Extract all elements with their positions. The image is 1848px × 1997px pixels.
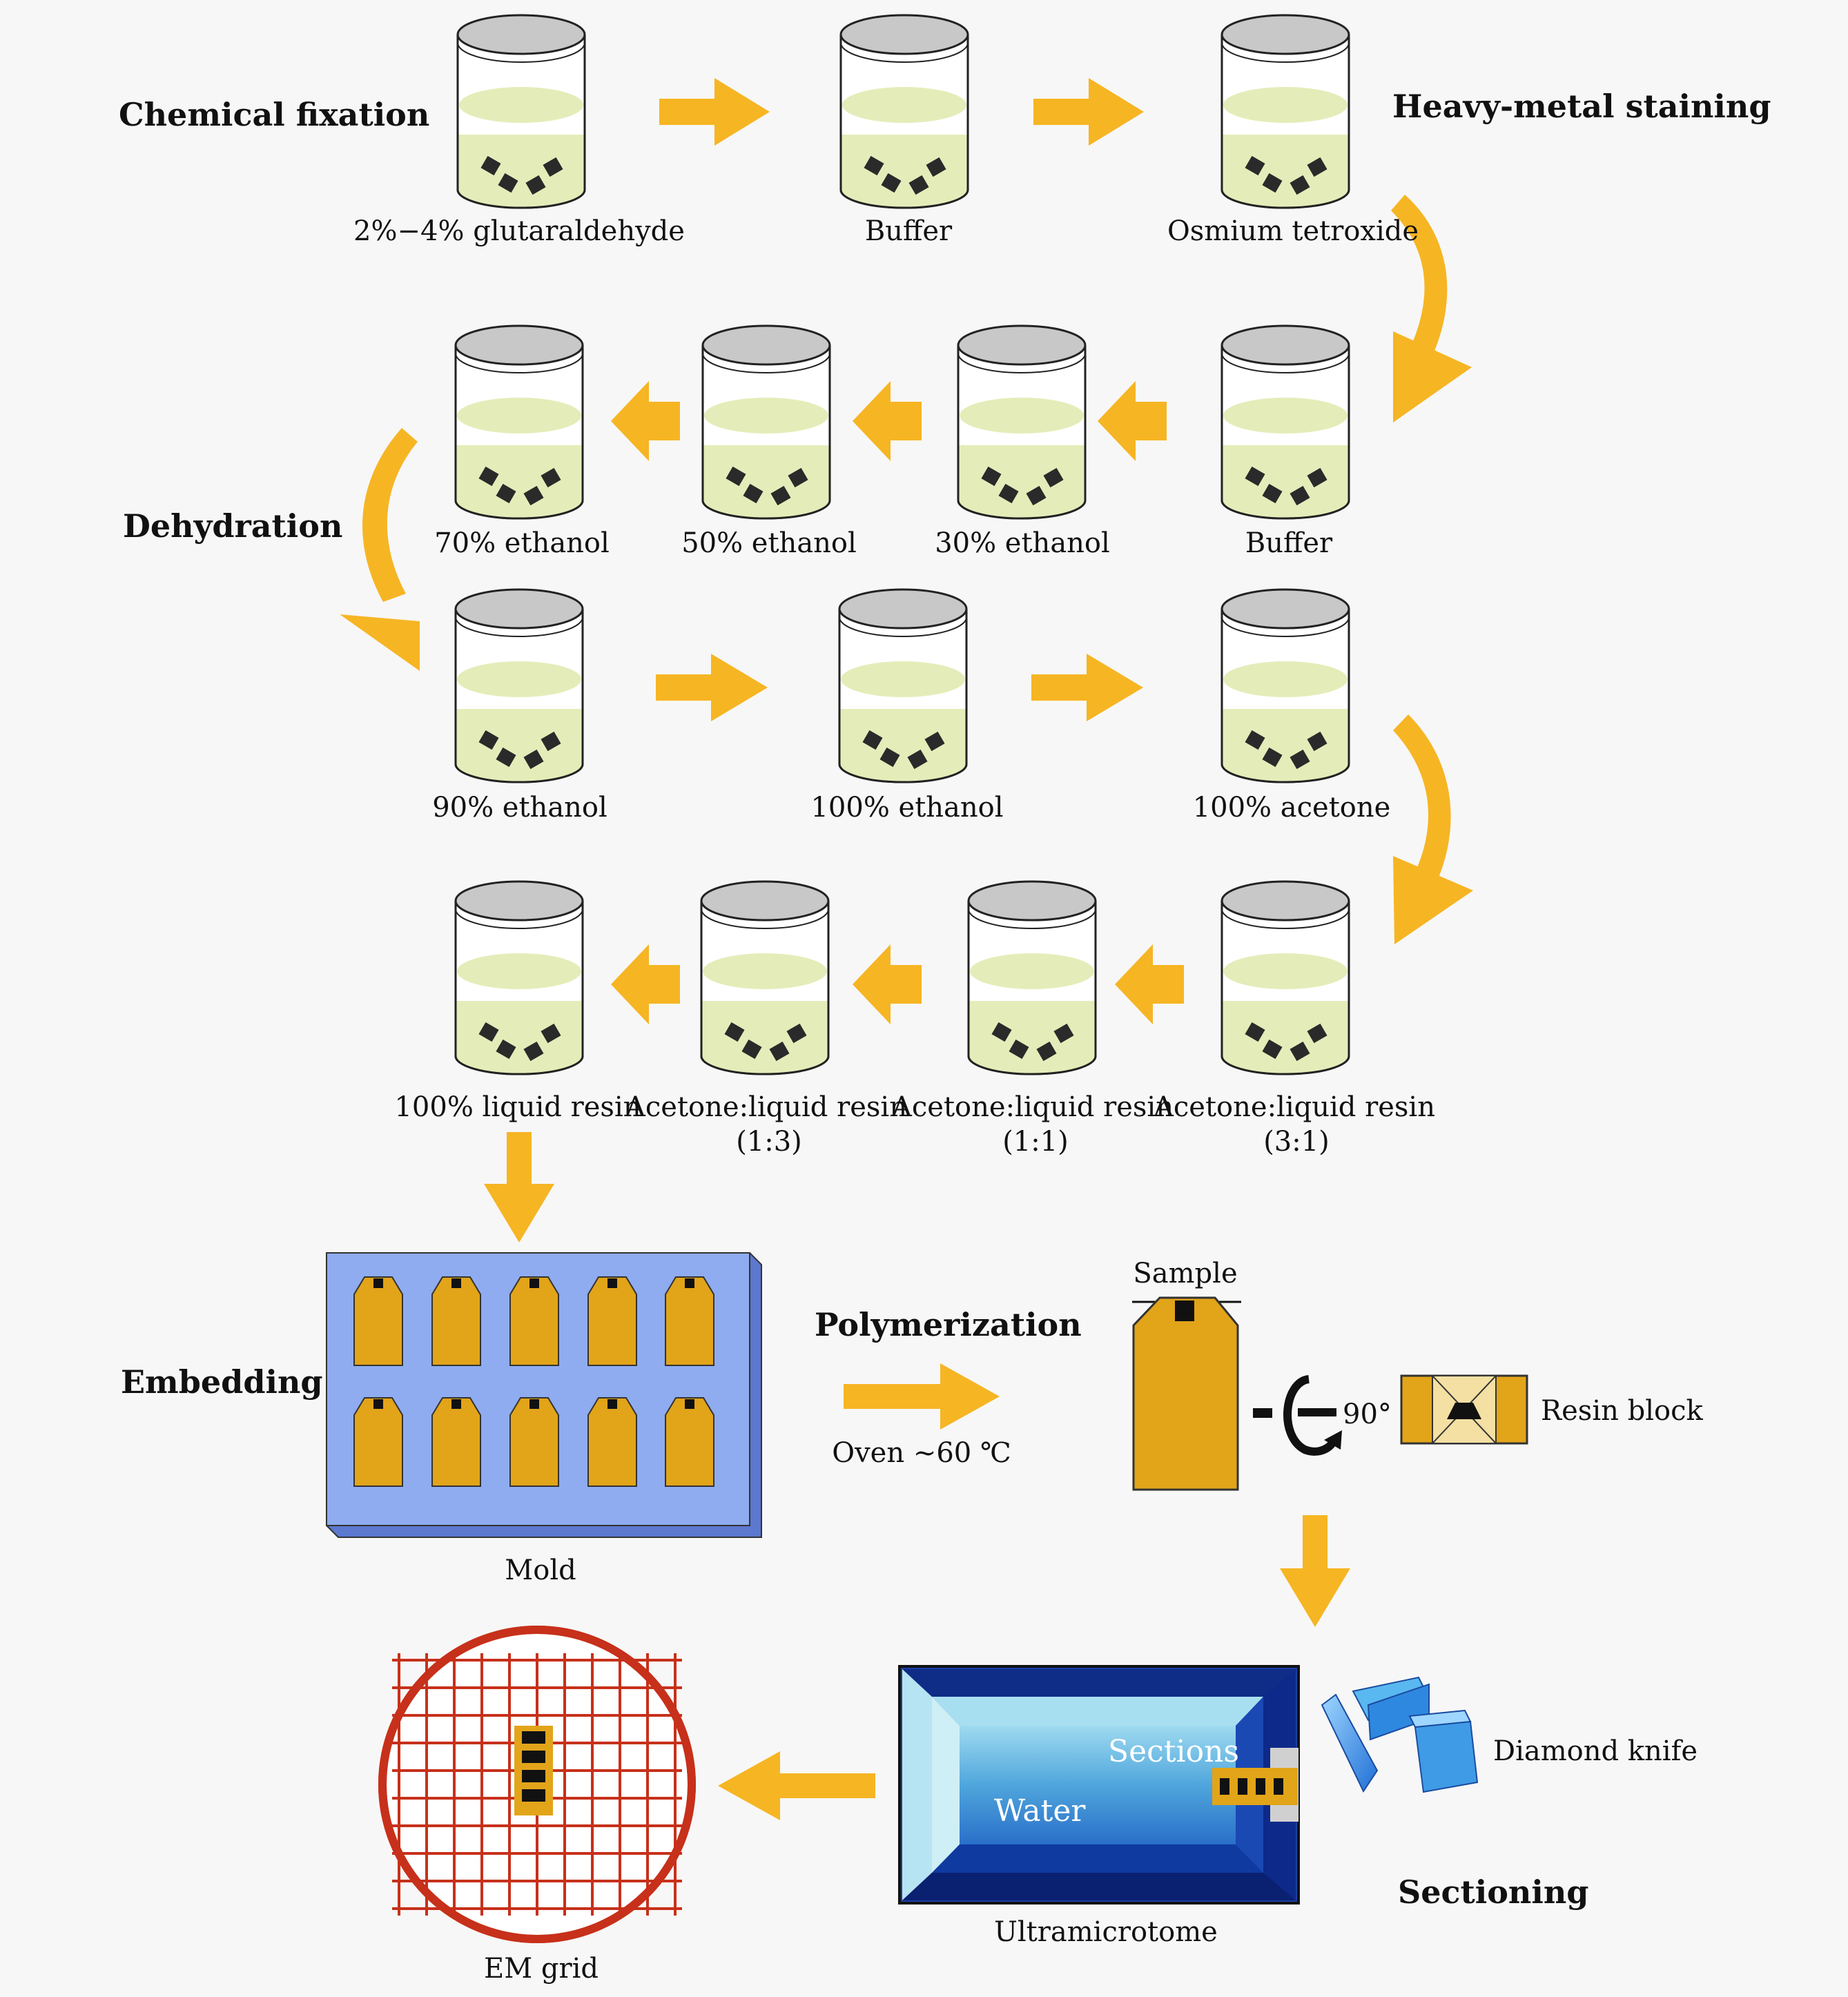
rotate-90-icon (1253, 1375, 1342, 1456)
em-grid (378, 1626, 696, 1944)
label-ratio-1-1: (1:1) (1002, 1126, 1069, 1158)
heading-heavy-metal-staining: Heavy-metal staining (1392, 88, 1771, 125)
beaker-osmium-tetroxide (1220, 14, 1350, 209)
label-acetone-resin-3-1: Acetone:liquid resin (1153, 1091, 1435, 1123)
label-30-ethanol: 30% ethanol (935, 527, 1110, 559)
arrow-down-icon (1280, 1515, 1350, 1627)
curved-arrow-down-icon (1391, 195, 1448, 360)
arrow-left-icon (853, 944, 922, 1024)
arrow-left-icon (611, 944, 680, 1024)
beaker-acetone-resin-1-3 (700, 880, 830, 1075)
arrow-right-icon (659, 78, 770, 146)
arrow-left-icon (718, 1751, 875, 1820)
beaker-glutaraldehyde (456, 14, 586, 209)
label-buffer-2: Buffer (1245, 527, 1333, 559)
beaker-acetone-resin-3-1 (1220, 880, 1350, 1075)
beaker-30-ethanol (957, 324, 1087, 520)
arrow-left-icon (611, 381, 680, 461)
heading-polymerization: Polymerization (815, 1306, 1082, 1343)
label-oven: Oven ~60 ℃ (832, 1437, 1011, 1469)
beaker-100-acetone (1220, 588, 1350, 783)
label-buffer-1: Buffer (865, 215, 953, 247)
curved-arrow-head-icon (340, 614, 420, 671)
label-100-liquid-resin: 100% liquid resin (394, 1091, 641, 1123)
diamond-knife-icon (1321, 1676, 1479, 1793)
grid-sections (514, 1726, 553, 1815)
mold (326, 1252, 762, 1538)
label-70-ethanol: 70% ethanol (434, 527, 610, 559)
arrow-right-icon (656, 654, 768, 721)
arrow-right-icon (844, 1363, 1000, 1430)
curved-arrow-down-icon (362, 428, 418, 602)
beaker-50-ethanol (701, 324, 831, 520)
arrow-right-icon (1033, 78, 1144, 146)
beaker-70-ethanol (454, 324, 584, 520)
beaker-100-liquid-resin (454, 880, 584, 1075)
heading-sectioning: Sectioning (1398, 1873, 1588, 1911)
arrow-left-icon (1098, 381, 1167, 461)
label-resin-block: Resin block (1541, 1395, 1703, 1427)
label-glutaraldehyde: 2%−4% glutaraldehyde (353, 215, 685, 247)
label-em-grid: EM grid (484, 1953, 599, 1985)
label-100-acetone: 100% acetone (1193, 792, 1391, 824)
curved-arrow-head-icon (1393, 331, 1472, 422)
arrow-left-icon (1115, 944, 1184, 1024)
arrow-left-icon (853, 381, 922, 461)
heading-embedding: Embedding (121, 1363, 323, 1401)
label-diamond-knife: Diamond knife (1493, 1735, 1698, 1767)
label-rotation: 90° (1343, 1399, 1392, 1430)
mold-cavities (353, 1276, 714, 1487)
label-sample: Sample (1133, 1258, 1237, 1289)
beaker-buffer-2 (1220, 324, 1350, 520)
arrow-down-icon (484, 1132, 554, 1243)
beaker-90-ethanol (454, 588, 584, 783)
label-100-ethanol: 100% ethanol (810, 792, 1003, 824)
curved-arrow-head-icon (1393, 856, 1473, 944)
label-ratio-1-3: (1:3) (736, 1126, 802, 1158)
sections-ribbon (1212, 1768, 1298, 1805)
label-mold: Mold (505, 1555, 576, 1586)
sample-block (1132, 1296, 1241, 1491)
resin-block-icon (1400, 1374, 1528, 1445)
beaker-100-ethanol (838, 588, 968, 783)
label-ultramicrotome: Ultramicrotome (994, 1916, 1218, 1948)
arrow-right-icon (1031, 654, 1143, 721)
label-water: Water (994, 1793, 1086, 1829)
label-acetone-resin-1-1: Acetone:liquid resin (891, 1091, 1174, 1123)
label-sections: Sections (1108, 1734, 1239, 1769)
label-acetone-resin-1-3: Acetone:liquid resin (625, 1091, 907, 1123)
label-osmium-tetroxide: Osmium tetroxide (1167, 215, 1419, 247)
ultramicrotome (898, 1665, 1300, 1905)
curved-arrow-down-icon (1393, 714, 1451, 887)
beaker-acetone-resin-1-1 (967, 880, 1097, 1075)
label-90-ethanol: 90% ethanol (432, 792, 607, 824)
label-50-ethanol: 50% ethanol (681, 527, 857, 559)
heading-chemical-fixation: Chemical fixation (119, 96, 429, 133)
heading-dehydration: Dehydration (123, 507, 342, 545)
label-ratio-3-1: (3:1) (1263, 1126, 1330, 1158)
beaker-buffer-1 (839, 14, 969, 209)
